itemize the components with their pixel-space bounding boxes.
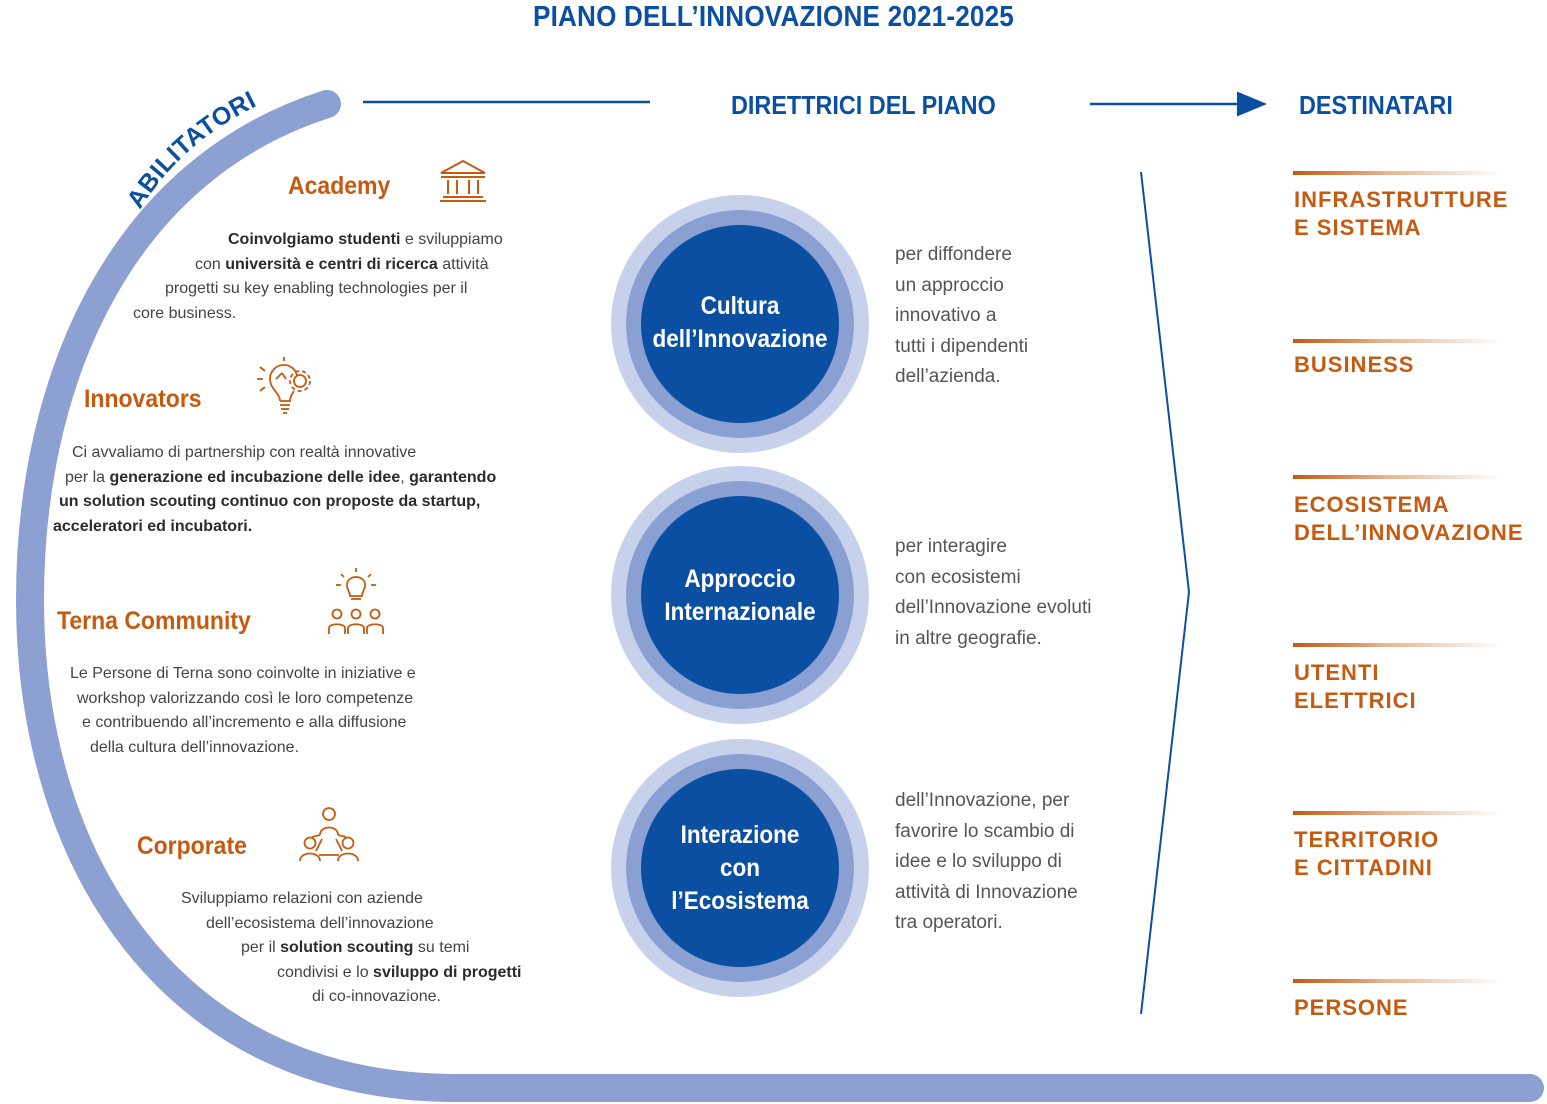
- directive-desc-line: attività di Innovazione: [895, 881, 1078, 903]
- enabler-text-run: core business.: [133, 304, 237, 322]
- enabler-text-run: generazione ed incubazione delle idee: [109, 468, 401, 486]
- recipient-label-line: E CITTADINI: [1294, 855, 1433, 880]
- directive-desc-line: tutti i dipendenti: [895, 335, 1029, 357]
- directive-desc-international: per interagire con ecosistemi dell’Innovaz…: [895, 532, 1091, 654]
- directive-label-line: con: [719, 854, 760, 882]
- enabler-text-run: attività: [437, 255, 489, 273]
- enabler-text-run: Sviluppiamo relazioni con aziende: [181, 890, 423, 907]
- enabler-text-run: un solution scouting continuo con propos…: [59, 493, 481, 510]
- enabler-innovators-text: Ci avvaliamo di partnership con realtà i…: [53, 441, 513, 539]
- community-people-icon: [328, 568, 384, 634]
- enabler-academy-text: Coinvolgiamo studenti e sviluppiamo con …: [133, 228, 533, 326]
- directive-label-culture: Cultura dell’Innovazione: [650, 290, 830, 356]
- recipient-label-line: E SISTEMA: [1294, 215, 1422, 240]
- enabler-text-run: di co-innovazione.: [312, 988, 441, 1005]
- directive-desc-culture: per diffondere un approccio innovativo a tu…: [895, 240, 1028, 393]
- recipient-business: BUSINESS: [1294, 351, 1414, 379]
- enabler-text-run: Le Persone di Terna sono coinvolte in in…: [70, 665, 416, 682]
- enabler-text-run: della cultura dell’innovazione.: [90, 738, 300, 756]
- enabler-text-run: Ci avvaliamo di partnership con realtà i…: [72, 444, 417, 461]
- lightbulb-gear-icon: [257, 357, 311, 414]
- recipients-brace: [1140, 171, 1191, 1015]
- directive-desc-line: innovativo a: [895, 305, 997, 326]
- corporate-network-icon: [299, 807, 359, 862]
- directive-desc-line: favorire lo scambio di: [895, 820, 1075, 842]
- recipient-label-line: INFRASTRUTTURE: [1294, 187, 1509, 212]
- recipient-bar: [1293, 171, 1503, 175]
- directive-label-line: dell’Innovazione: [652, 325, 828, 353]
- enabler-academy-name: Academy: [288, 172, 391, 200]
- recipient-ecosystem: ECOSISTEMA DELL’INNOVAZIONE: [1294, 491, 1524, 547]
- recipients-header: DESTINATARI: [1299, 90, 1453, 120]
- enabler-text-run: per la: [65, 468, 110, 486]
- directive-desc-ecosystem: dell’Innovazione, per favorire lo scambio…: [895, 786, 1078, 939]
- enabler-community-name: Terna Community: [57, 607, 251, 635]
- recipient-infrastructure: INFRASTRUTTURE E SISTEMA: [1294, 186, 1508, 242]
- enabler-text-run: progetti su key enabling technologies pe…: [165, 280, 468, 297]
- academy-building-icon: [440, 159, 486, 202]
- recipient-label-line: BUSINESS: [1294, 352, 1415, 377]
- enabler-text-run: con: [195, 255, 226, 273]
- enabler-text-run: acceleratori ed incubatori.: [53, 517, 253, 535]
- directive-desc-line: dell’azienda.: [895, 366, 1001, 387]
- enablers-arc: [15, 90, 1544, 1102]
- directive-desc-line: per interagire: [895, 536, 1007, 557]
- directive-label-line: Cultura: [700, 292, 780, 320]
- recipient-bar: [1293, 811, 1503, 815]
- recipient-bar: [1293, 643, 1503, 647]
- recipient-label-line: ELETTRICI: [1294, 688, 1417, 713]
- enabler-text-run: sviluppo di progetti: [373, 963, 522, 981]
- enabler-text-run: Coinvolgiamo studenti: [228, 231, 401, 248]
- recipient-territory: TERRITORIO E CITTADINI: [1294, 826, 1439, 882]
- recipient-people: PERSONE: [1294, 994, 1409, 1022]
- directive-circle-international: [611, 466, 869, 724]
- directive-desc-line: dell’Innovazione evoluti: [895, 597, 1092, 618]
- directive-desc-line: dell’Innovazione, per: [895, 790, 1070, 811]
- enabler-text-run: solution scouting: [280, 939, 414, 956]
- enabler-text-run: e sviluppiamo: [400, 231, 503, 248]
- enabler-community-text: Le Persone di Terna sono coinvolte in in…: [70, 662, 490, 760]
- enabler-text-run: dell’ecosistema dell’innovazione: [206, 914, 434, 932]
- enabler-corporate-name: Corporate: [137, 832, 247, 860]
- directive-label-ecosystem: Interazione con l’Ecosistema: [650, 819, 830, 918]
- directives-header: DIRETTRICI DEL PIANO: [731, 90, 996, 120]
- recipient-bar: [1293, 339, 1503, 343]
- recipient-label-line: PERSONE: [1294, 995, 1409, 1020]
- recipient-label-line: UTENTI: [1294, 660, 1380, 685]
- page-title: PIANO DELL’INNOVAZIONE 2021-2025: [532, 1, 1015, 33]
- directive-label-line: Interazione: [680, 821, 800, 849]
- directive-label-line: Internazionale: [664, 598, 816, 626]
- directive-circle-culture: [611, 195, 869, 453]
- directive-desc-line: idee e lo sviluppo di: [895, 851, 1062, 872]
- directive-label-line: l’Ecosistema: [671, 887, 809, 915]
- enabler-corporate-text: Sviluppiamo relazioni con aziende dell’e…: [181, 887, 541, 1010]
- enabler-text-run: ,: [400, 468, 410, 486]
- directive-label-line: Approccio: [684, 565, 796, 593]
- directive-circle-ecosystem: [611, 739, 869, 997]
- enabler-text-run: garantendo: [409, 468, 497, 486]
- enabler-text-run: condivisi e lo: [277, 963, 374, 981]
- enabler-text-run: e contribuendo all’incremento e alla dif…: [82, 714, 407, 731]
- directive-desc-line: con ecosistemi: [895, 566, 1021, 588]
- recipient-label-line: TERRITORIO: [1294, 827, 1440, 852]
- enabler-innovators-name: Innovators: [84, 385, 202, 413]
- directive-desc-line: in altre geografie.: [895, 627, 1042, 649]
- directive-desc-line: un approccio: [895, 274, 1004, 296]
- recipient-label-line: ECOSISTEMA: [1294, 492, 1450, 517]
- directive-desc-line: tra operatori.: [895, 912, 1003, 933]
- recipient-bar: [1293, 979, 1503, 983]
- recipient-bar: [1293, 475, 1503, 479]
- directive-desc-line: per diffondere: [895, 244, 1012, 265]
- recipient-label-line: DELL’INNOVAZIONE: [1294, 520, 1524, 545]
- enabler-text-run: su temi: [413, 939, 470, 956]
- enabler-text-run: per il: [241, 939, 281, 956]
- recipient-users: UTENTI ELETTRICI: [1294, 659, 1417, 715]
- enabler-text-run: università e centri di ricerca: [225, 255, 438, 273]
- enabler-text-run: workshop valorizzando così le loro compe…: [77, 689, 414, 707]
